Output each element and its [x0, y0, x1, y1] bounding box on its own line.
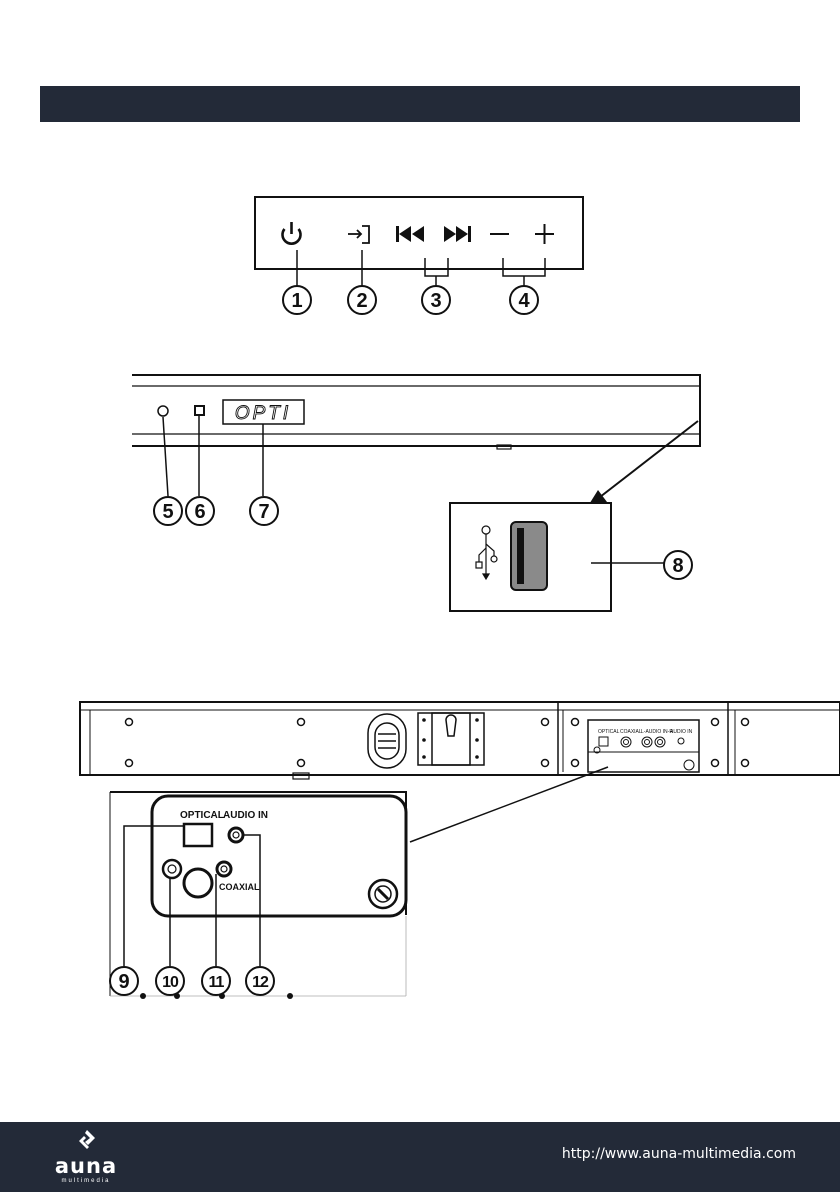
- callout-5: 5: [162, 501, 173, 523]
- brand-logo[interactable]: auna multimedia: [46, 1128, 126, 1188]
- website-link[interactable]: http://www.auna-multimedia.com: [562, 1146, 796, 1162]
- callout-1: 1: [291, 290, 302, 312]
- callout-3: 3: [430, 290, 441, 312]
- callout-4: 4: [518, 290, 530, 312]
- callout-9: 9: [118, 971, 129, 993]
- callout-7: 7: [258, 501, 269, 523]
- brand-name: auna: [46, 1154, 126, 1178]
- brand-subtitle: multimedia: [46, 1178, 126, 1184]
- callout-11: 11: [209, 974, 225, 991]
- callout-12: 12: [252, 974, 269, 991]
- callout-10: 10: [162, 974, 179, 991]
- brand-logo-icon: [76, 1128, 98, 1152]
- callout-2: 2: [356, 290, 367, 312]
- callouts-layer: 1 2 3 4 5 6 7 8 9 10 11 12: [0, 0, 840, 1120]
- callout-6: 6: [194, 501, 205, 523]
- footer-bar: auna multimedia http://www.auna-multimed…: [0, 1122, 840, 1192]
- callout-8: 8: [672, 555, 683, 577]
